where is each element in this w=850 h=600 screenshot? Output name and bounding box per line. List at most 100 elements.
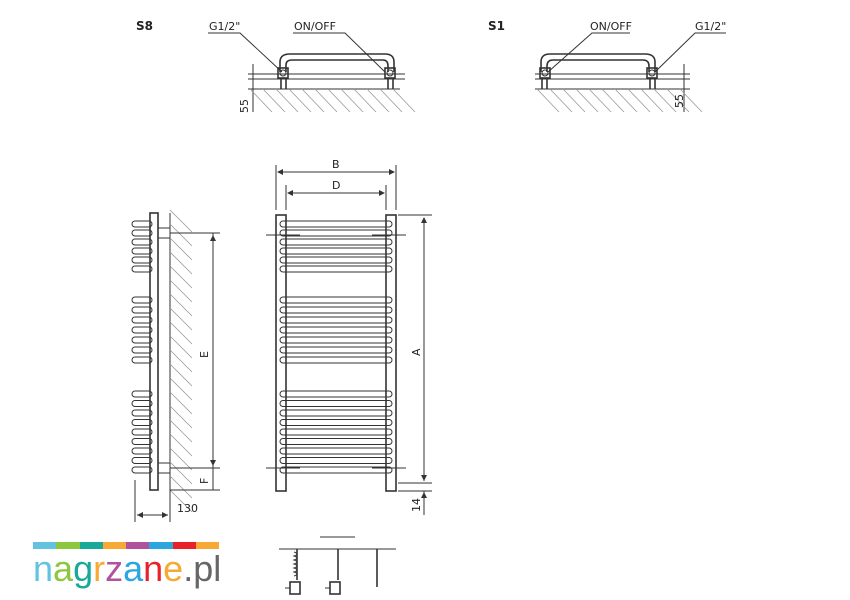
hatch-line: [392, 88, 416, 113]
hatch-line: [288, 88, 312, 113]
side-rail-loop: [131, 438, 153, 445]
logo-bar-segment: [195, 542, 219, 549]
logo-text: nagrzane.pl: [33, 551, 221, 587]
hatch-line: [640, 88, 664, 113]
hatch-line: [169, 223, 193, 247]
radiator-rail: [279, 316, 393, 324]
hatch-line: [169, 461, 193, 485]
hatch-line: [169, 363, 193, 387]
radiator-rail: [279, 326, 393, 334]
hatch-line: [169, 265, 193, 289]
hatch-line: [679, 88, 703, 113]
s1-label: S1: [488, 19, 505, 33]
dim-b: B: [332, 158, 340, 171]
hatch-line: [169, 489, 193, 513]
side-rail-loop: [131, 229, 153, 237]
s8-label: S8: [136, 19, 153, 33]
hatch-line: [340, 88, 364, 113]
hatch-line: [379, 88, 403, 113]
radiator-rail: [279, 409, 393, 417]
front-view: B D A 14: [266, 158, 432, 515]
logo-bar-segment: [33, 542, 57, 549]
hatch-line: [169, 377, 193, 401]
s1-switch-label: ON/OFF: [590, 20, 632, 33]
hatch-line: [169, 335, 193, 359]
hatch-line: [169, 321, 193, 345]
side-rail-loop: [131, 428, 153, 436]
hatch-line: [169, 279, 193, 303]
logo-letter: e: [163, 548, 184, 589]
radiator-rail: [279, 220, 393, 228]
radiator-rail: [279, 265, 393, 273]
wall-hatch: [249, 88, 416, 113]
logo-letter: z: [105, 548, 124, 589]
logo-bar-segment: [102, 542, 126, 549]
top-view-s1: S1 ON/OFF G1/2" 55: [488, 19, 726, 113]
logo-bar-segment: [172, 542, 196, 549]
radiator-rail: [279, 356, 393, 364]
hatch-line: [169, 433, 193, 457]
radiator-rail: [279, 400, 393, 407]
side-view: E F 130: [131, 209, 220, 522]
side-rail-loop: [131, 447, 153, 455]
hatch-line: [301, 88, 325, 113]
dim-a: A: [410, 348, 423, 356]
radiator-rail: [279, 229, 393, 237]
side-rail-loop: [131, 256, 153, 264]
hatch-line: [169, 209, 193, 233]
nagrzane-logo[interactable]: nagrzane.pl: [33, 542, 221, 587]
s1-connector-label: G1/2": [695, 20, 726, 33]
side-rail-loop: [131, 346, 153, 354]
hatch-line: [562, 88, 586, 113]
s1-dim: 55: [673, 94, 686, 108]
radiator-rail: [279, 438, 393, 445]
logo-bar-segment: [126, 542, 150, 549]
hatch-line: [169, 405, 193, 429]
logo-letter: a: [53, 548, 74, 589]
radiator-rail: [279, 296, 393, 304]
radiator-rail: [279, 457, 393, 464]
logo-bar-segment: [56, 542, 80, 549]
side-rail-loop: [131, 390, 153, 398]
side-rail-loop: [131, 247, 153, 255]
radiator-rail: [279, 247, 393, 255]
side-rail-loop: [131, 336, 153, 344]
dim-f: F: [198, 478, 211, 484]
side-rail-loop: [131, 409, 153, 417]
radiator-rail: [279, 256, 393, 264]
s8-dim: 55: [238, 99, 251, 113]
hatch-line: [169, 475, 193, 499]
hatch-line: [169, 251, 193, 275]
hatch-line: [169, 391, 193, 415]
side-rail-loop: [131, 457, 153, 464]
side-rail-loop: [131, 306, 153, 314]
hatch-line: [169, 419, 193, 443]
radiator-rail: [279, 336, 393, 344]
logo-bar-segment: [149, 542, 173, 549]
radiator-rail: [279, 466, 393, 474]
logo-bar-segment: [79, 542, 103, 549]
hatch-line: [353, 88, 377, 113]
logo-letter: a: [123, 548, 144, 589]
hatch-line: [169, 447, 193, 471]
logo-letter: r: [93, 548, 106, 589]
hatch-line: [601, 88, 625, 113]
dim-130: 130: [177, 502, 198, 515]
hatch-line: [169, 237, 193, 261]
logo-letter: .pl: [183, 548, 222, 589]
side-rail-loop: [131, 356, 153, 364]
hatch-line: [666, 88, 690, 113]
hatch-line: [262, 88, 286, 113]
hatch-line: [614, 88, 638, 113]
hatch-line: [169, 349, 193, 373]
hatch-line: [588, 88, 612, 113]
logo-color-bar: [33, 542, 219, 549]
hatch-line: [169, 293, 193, 317]
side-rail-loop: [131, 220, 153, 228]
heating-elements: [279, 536, 396, 595]
radiator-rail: [279, 238, 393, 246]
hatch-line: [275, 88, 299, 113]
hatch-line: [327, 88, 351, 113]
s8-connector-label: G1/2": [209, 20, 240, 33]
